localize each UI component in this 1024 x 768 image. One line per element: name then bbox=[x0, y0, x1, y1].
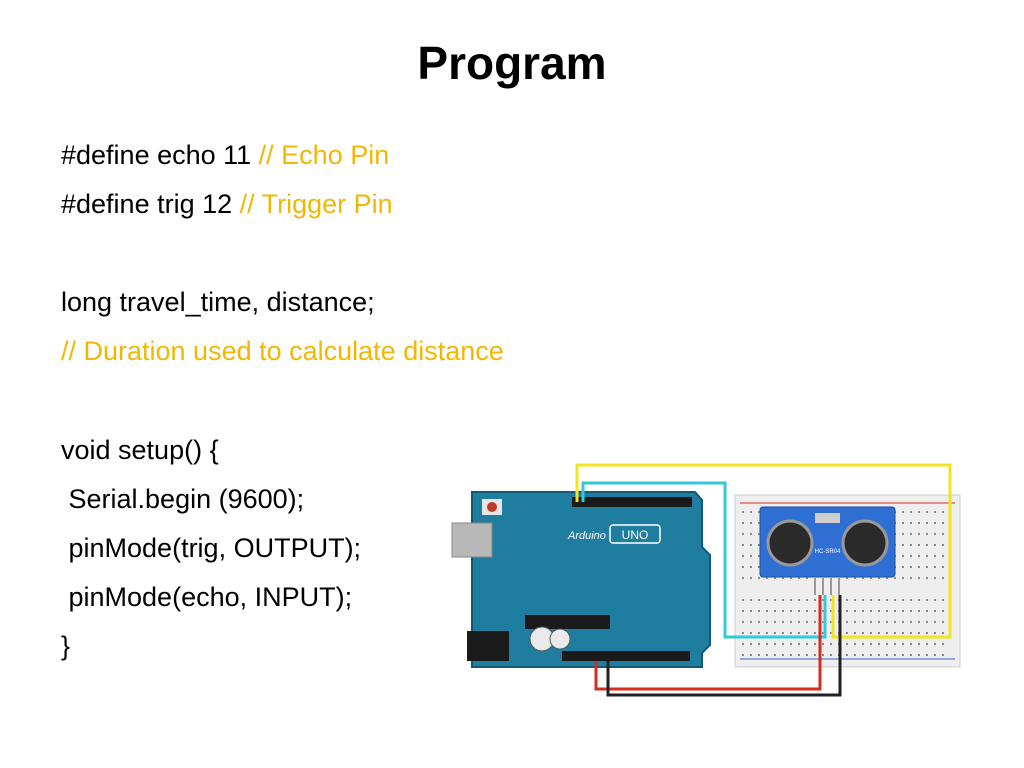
wires bbox=[575, 463, 952, 697]
code-comment: // Trigger Pin bbox=[239, 189, 393, 219]
code-line-close-brace: } bbox=[61, 631, 70, 662]
code-line-void-setup: void setup() { bbox=[61, 435, 219, 466]
wire-cyan bbox=[581, 481, 827, 639]
code-line-duration-comment: // Duration used to calculate distance bbox=[61, 336, 504, 367]
atmega-chip bbox=[525, 615, 610, 629]
code-text: #define trig 12 bbox=[61, 189, 240, 219]
code-text: pinMode(echo, INPUT); bbox=[61, 582, 353, 612]
code-line-long-decl: long travel_time, distance; bbox=[61, 287, 375, 318]
code-comment: // Echo Pin bbox=[258, 140, 390, 170]
code-line-serial-begin: Serial.begin (9600); bbox=[61, 484, 305, 515]
code-text: void setup() { bbox=[61, 435, 219, 465]
board-brand-label: Arduino bbox=[567, 530, 606, 542]
code-text: } bbox=[61, 631, 71, 661]
sensor-label: HC-SR04 bbox=[815, 549, 841, 555]
code-text: pinMode(trig, OUTPUT); bbox=[61, 533, 362, 563]
code-line-pinmode-echo: pinMode(echo, INPUT); bbox=[61, 582, 353, 613]
slide-title: Program bbox=[417, 37, 607, 89]
wire-black bbox=[606, 595, 842, 697]
power-analog-header bbox=[562, 651, 690, 661]
code-line-pinmode-trig: pinMode(trig, OUTPUT); bbox=[61, 533, 362, 564]
wire-yellow bbox=[575, 463, 952, 639]
arduino-board: UNO Arduino bbox=[451, 491, 711, 668]
code-line-define-echo: #define echo 11 // Echo Pin bbox=[61, 140, 389, 171]
code-text: long travel_time, distance; bbox=[61, 287, 375, 317]
ultrasonic-sensor: HC-SR04 bbox=[759, 506, 896, 595]
wire-red bbox=[594, 595, 822, 691]
arduino-wiring-diagram: UNO Arduino HC-SR04 bbox=[451, 463, 961, 697]
code-line-define-trig: #define trig 12 // Trigger Pin bbox=[61, 189, 393, 220]
code-text: #define echo 11 bbox=[61, 140, 259, 170]
board-model-label: UNO bbox=[622, 528, 649, 542]
code-comment: // Duration used to calculate distance bbox=[61, 336, 504, 366]
digital-header bbox=[572, 497, 692, 507]
code-text: Serial.begin (9600); bbox=[61, 484, 305, 514]
